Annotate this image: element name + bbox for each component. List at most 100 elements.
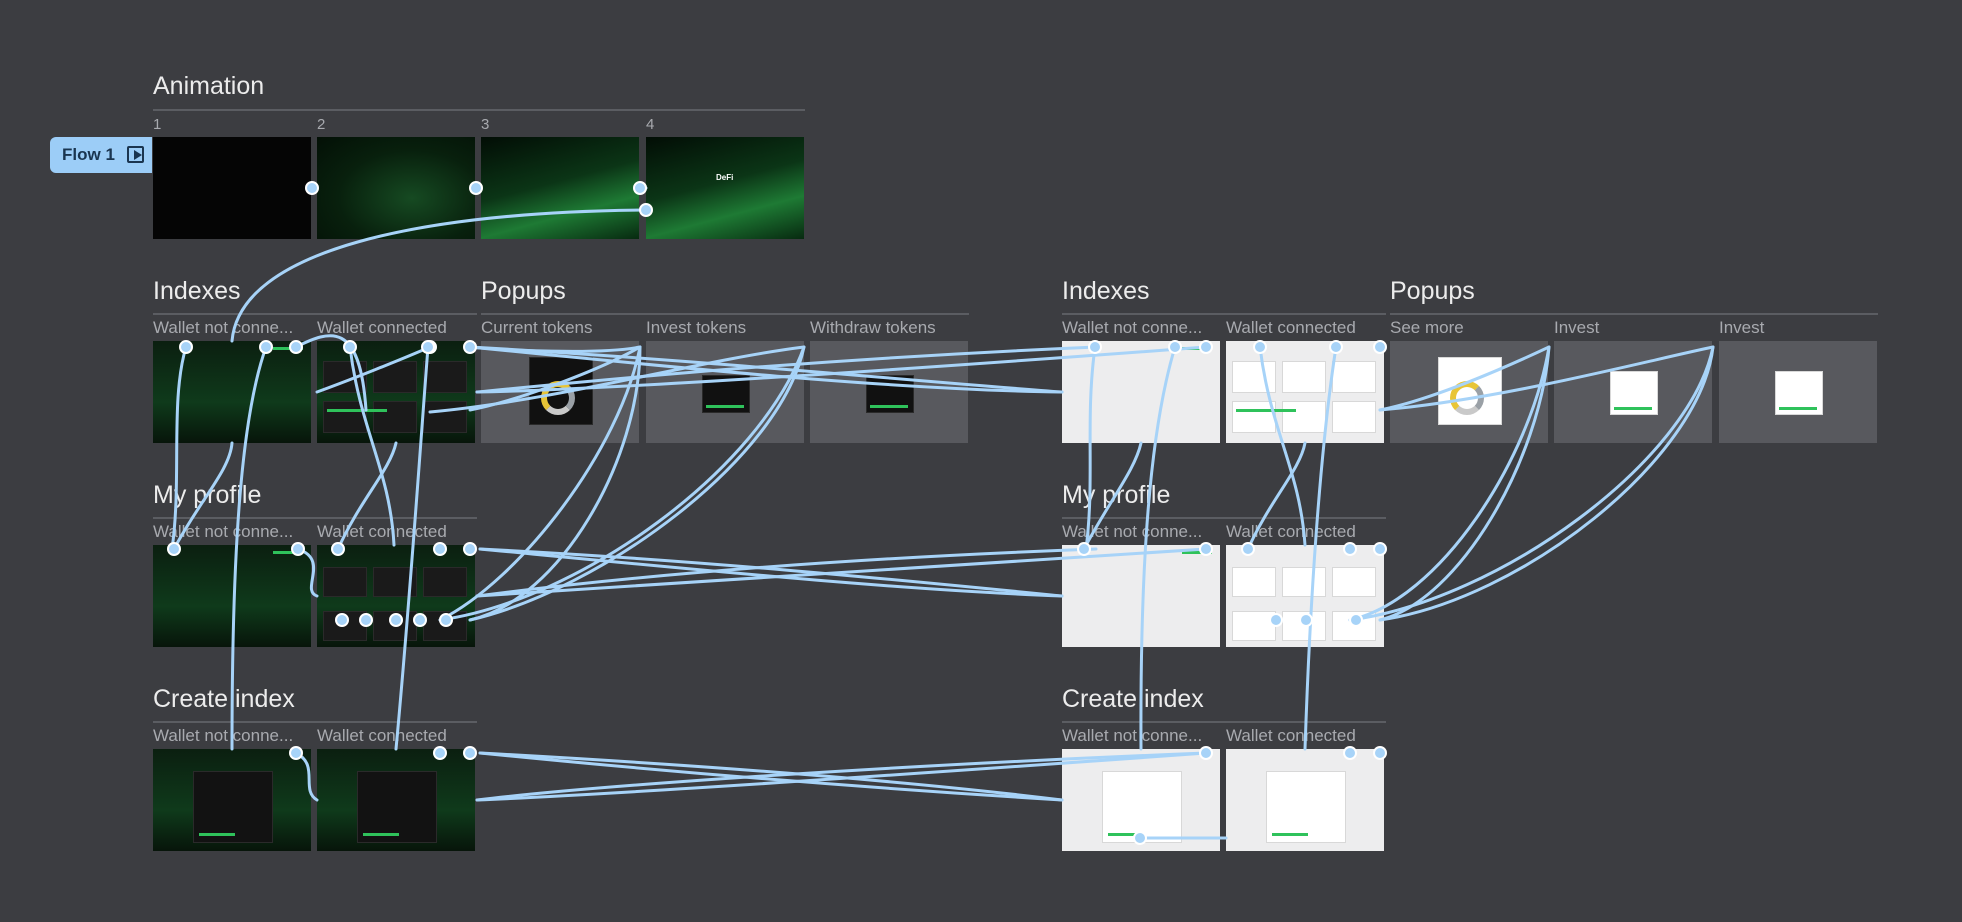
connector-handle[interactable] bbox=[331, 542, 345, 556]
connector-handle[interactable] bbox=[1343, 746, 1357, 760]
connector-handle[interactable] bbox=[335, 613, 349, 627]
create-index-wallet-not-connected-dark[interactable] bbox=[153, 749, 311, 851]
profile-wallet-connected-light[interactable] bbox=[1226, 545, 1384, 647]
connector-handle[interactable] bbox=[1253, 340, 1267, 354]
popup-invest-light-2[interactable] bbox=[1719, 341, 1877, 443]
connector-handle[interactable] bbox=[421, 340, 435, 354]
invest-button bbox=[706, 405, 744, 408]
connector-handle[interactable] bbox=[289, 340, 303, 354]
section-divider bbox=[1390, 313, 1878, 315]
connector-handle[interactable] bbox=[167, 542, 181, 556]
connector-handle[interactable] bbox=[179, 340, 193, 354]
connector-handle[interactable] bbox=[1168, 340, 1182, 354]
section-title-animation: Animation bbox=[153, 72, 265, 100]
animation-frame-1[interactable] bbox=[153, 137, 311, 239]
popup-invest-light[interactable] bbox=[1554, 341, 1712, 443]
connector-handle[interactable] bbox=[343, 340, 357, 354]
create-form bbox=[193, 771, 273, 843]
section-divider bbox=[1062, 517, 1386, 519]
connector-handle[interactable] bbox=[259, 340, 273, 354]
connector-handle[interactable] bbox=[289, 746, 303, 760]
progress-bar bbox=[1236, 409, 1296, 412]
index-card bbox=[323, 567, 367, 597]
connector-handle[interactable] bbox=[291, 542, 305, 556]
create-index-wallet-not-connected-light[interactable] bbox=[1062, 749, 1220, 851]
connector-handle[interactable] bbox=[1349, 613, 1363, 627]
connector-handle[interactable] bbox=[1088, 340, 1102, 354]
create-index-wallet-connected-dark[interactable] bbox=[317, 749, 475, 851]
popup-invest-tokens-dark[interactable] bbox=[646, 341, 804, 443]
connector bbox=[230, 345, 268, 751]
section-title-popups-light: Popups bbox=[1390, 277, 1475, 305]
create-form bbox=[357, 771, 437, 843]
connector-handle[interactable] bbox=[433, 542, 447, 556]
connector bbox=[296, 547, 319, 598]
connector-handle[interactable] bbox=[1199, 340, 1213, 354]
frame-number-4: 4 bbox=[646, 116, 655, 133]
invest-button bbox=[1614, 407, 1652, 410]
section-divider bbox=[153, 517, 477, 519]
connector-handle[interactable] bbox=[463, 542, 477, 556]
flow-starting-point[interactable]: Flow 1 bbox=[50, 137, 152, 173]
index-card bbox=[1282, 361, 1326, 393]
indexes-wallet-connected-light[interactable] bbox=[1226, 341, 1384, 443]
indexes-wallet-not-connected-light[interactable] bbox=[1062, 341, 1220, 443]
create-index-wallet-connected-light[interactable] bbox=[1226, 749, 1384, 851]
connector-handle[interactable] bbox=[1329, 340, 1343, 354]
connector-handle[interactable] bbox=[1299, 613, 1313, 627]
connector bbox=[438, 345, 642, 622]
connector-handle[interactable] bbox=[1241, 542, 1255, 556]
index-card bbox=[1232, 611, 1276, 641]
connector bbox=[478, 547, 1064, 598]
connector-handle[interactable] bbox=[639, 203, 653, 217]
index-card bbox=[1232, 361, 1276, 393]
connector-handle[interactable] bbox=[1077, 542, 1091, 556]
connector bbox=[1378, 345, 1715, 622]
connector bbox=[468, 345, 1064, 394]
animation-frame-3[interactable] bbox=[481, 137, 639, 239]
connector bbox=[1303, 345, 1338, 751]
connector-handle[interactable] bbox=[389, 613, 403, 627]
connector bbox=[172, 441, 234, 551]
connector-handle[interactable] bbox=[1373, 340, 1387, 354]
connector-handle[interactable] bbox=[413, 613, 427, 627]
connector bbox=[438, 345, 806, 622]
connector-handle[interactable] bbox=[433, 746, 447, 760]
section-divider bbox=[153, 313, 477, 315]
connect-button bbox=[273, 551, 303, 554]
connector-handle[interactable] bbox=[305, 181, 319, 195]
connector-handle[interactable] bbox=[1373, 542, 1387, 556]
connector-handle[interactable] bbox=[1269, 613, 1283, 627]
play-flow-icon[interactable] bbox=[127, 146, 144, 163]
frame-label: Wallet connected bbox=[317, 726, 447, 745]
connector-handle[interactable] bbox=[1373, 746, 1387, 760]
connector-handle[interactable] bbox=[463, 340, 477, 354]
popup-withdraw-tokens-dark[interactable] bbox=[810, 341, 968, 443]
create-button bbox=[1272, 833, 1308, 836]
connector bbox=[475, 547, 1208, 598]
frame-label: See more bbox=[1390, 318, 1464, 337]
create-button bbox=[199, 833, 235, 836]
connector-handle[interactable] bbox=[1199, 746, 1213, 760]
connector-handle[interactable] bbox=[1199, 542, 1213, 556]
frame-label: Wallet not conne... bbox=[153, 726, 294, 745]
section-divider bbox=[1062, 721, 1386, 723]
connector-handle[interactable] bbox=[469, 181, 483, 195]
index-card bbox=[423, 401, 467, 433]
connector bbox=[475, 345, 1098, 394]
connector-handle[interactable] bbox=[463, 746, 477, 760]
connector-handle[interactable] bbox=[359, 613, 373, 627]
connector bbox=[394, 345, 430, 751]
connector bbox=[294, 751, 319, 802]
connector bbox=[1139, 345, 1177, 751]
section-title-popups-dark: Popups bbox=[481, 277, 566, 305]
frame-label: Withdraw tokens bbox=[810, 318, 936, 337]
connector-handle[interactable] bbox=[1133, 831, 1147, 845]
animation-frame-4[interactable]: DeFi bbox=[646, 137, 804, 239]
connector-handle[interactable] bbox=[633, 181, 647, 195]
connector-handle[interactable] bbox=[439, 613, 453, 627]
connector-handle[interactable] bbox=[1343, 542, 1357, 556]
connector bbox=[1246, 441, 1307, 551]
frame-label: Wallet connected bbox=[1226, 318, 1356, 337]
